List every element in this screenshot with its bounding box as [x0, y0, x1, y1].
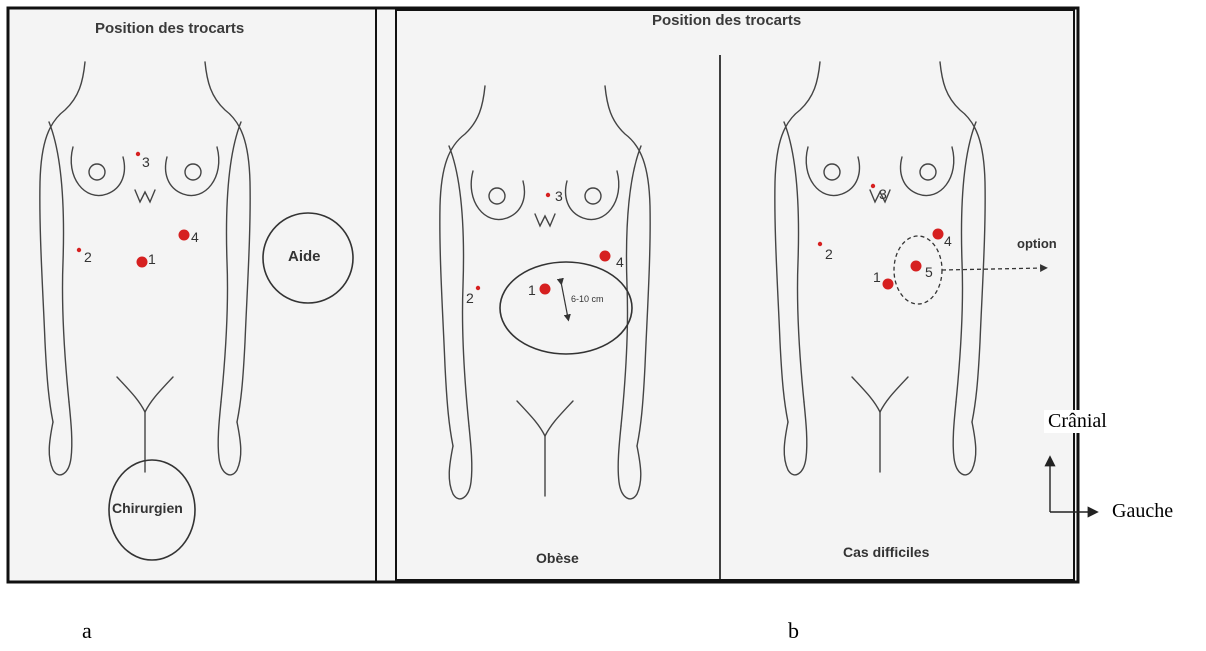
port-difficult-5-label: 5: [925, 264, 933, 280]
caption-b: b: [788, 618, 799, 644]
port-obese-2: [476, 286, 480, 290]
panel-b-title: Position des trocarts: [652, 12, 801, 29]
port-a-2-label: 2: [84, 249, 92, 265]
port-a-2: [77, 248, 81, 252]
port-difficult-3: [871, 184, 875, 188]
port-a-3: [136, 152, 140, 156]
port-obese-4-label: 4: [616, 254, 624, 270]
left-label: Gauche: [1112, 500, 1173, 523]
port-difficult-3-label: 3: [879, 186, 887, 202]
cranial-label: Crânial: [1044, 410, 1111, 433]
port-obese-1-label: 1: [528, 282, 536, 298]
panel-a-title: Position des trocarts: [95, 20, 244, 37]
port-difficult-4-label: 4: [944, 233, 952, 249]
port-obese-2-label: 2: [466, 290, 474, 306]
port-obese-3-label: 3: [555, 188, 563, 204]
obese-label: Obèse: [536, 550, 579, 566]
port-a-1-label: 1: [148, 251, 156, 267]
port-obese-4: [600, 251, 611, 262]
panel-b-frame: [396, 10, 1074, 580]
port-difficult-1: [883, 279, 894, 290]
port-obese-1: [540, 284, 551, 295]
port-obese-3: [546, 193, 550, 197]
port-a-3-label: 3: [142, 154, 150, 170]
port-difficult-4: [933, 229, 944, 240]
port-difficult-1-label: 1: [873, 269, 881, 285]
port-a-4: [179, 230, 190, 241]
port-a-1: [137, 257, 148, 268]
port-difficult-5: [911, 261, 922, 272]
distance-label: 6-10 cm: [571, 294, 604, 304]
port-difficult-2-label: 2: [825, 246, 833, 262]
option-label: option: [1017, 236, 1057, 251]
difficult-label: Cas difficiles: [843, 544, 929, 560]
assistant-label: Aide: [288, 248, 321, 265]
port-a-4-label: 4: [191, 229, 199, 245]
surgeon-label: Chirurgien: [112, 500, 183, 516]
port-difficult-2: [818, 242, 822, 246]
caption-a: a: [82, 618, 92, 644]
